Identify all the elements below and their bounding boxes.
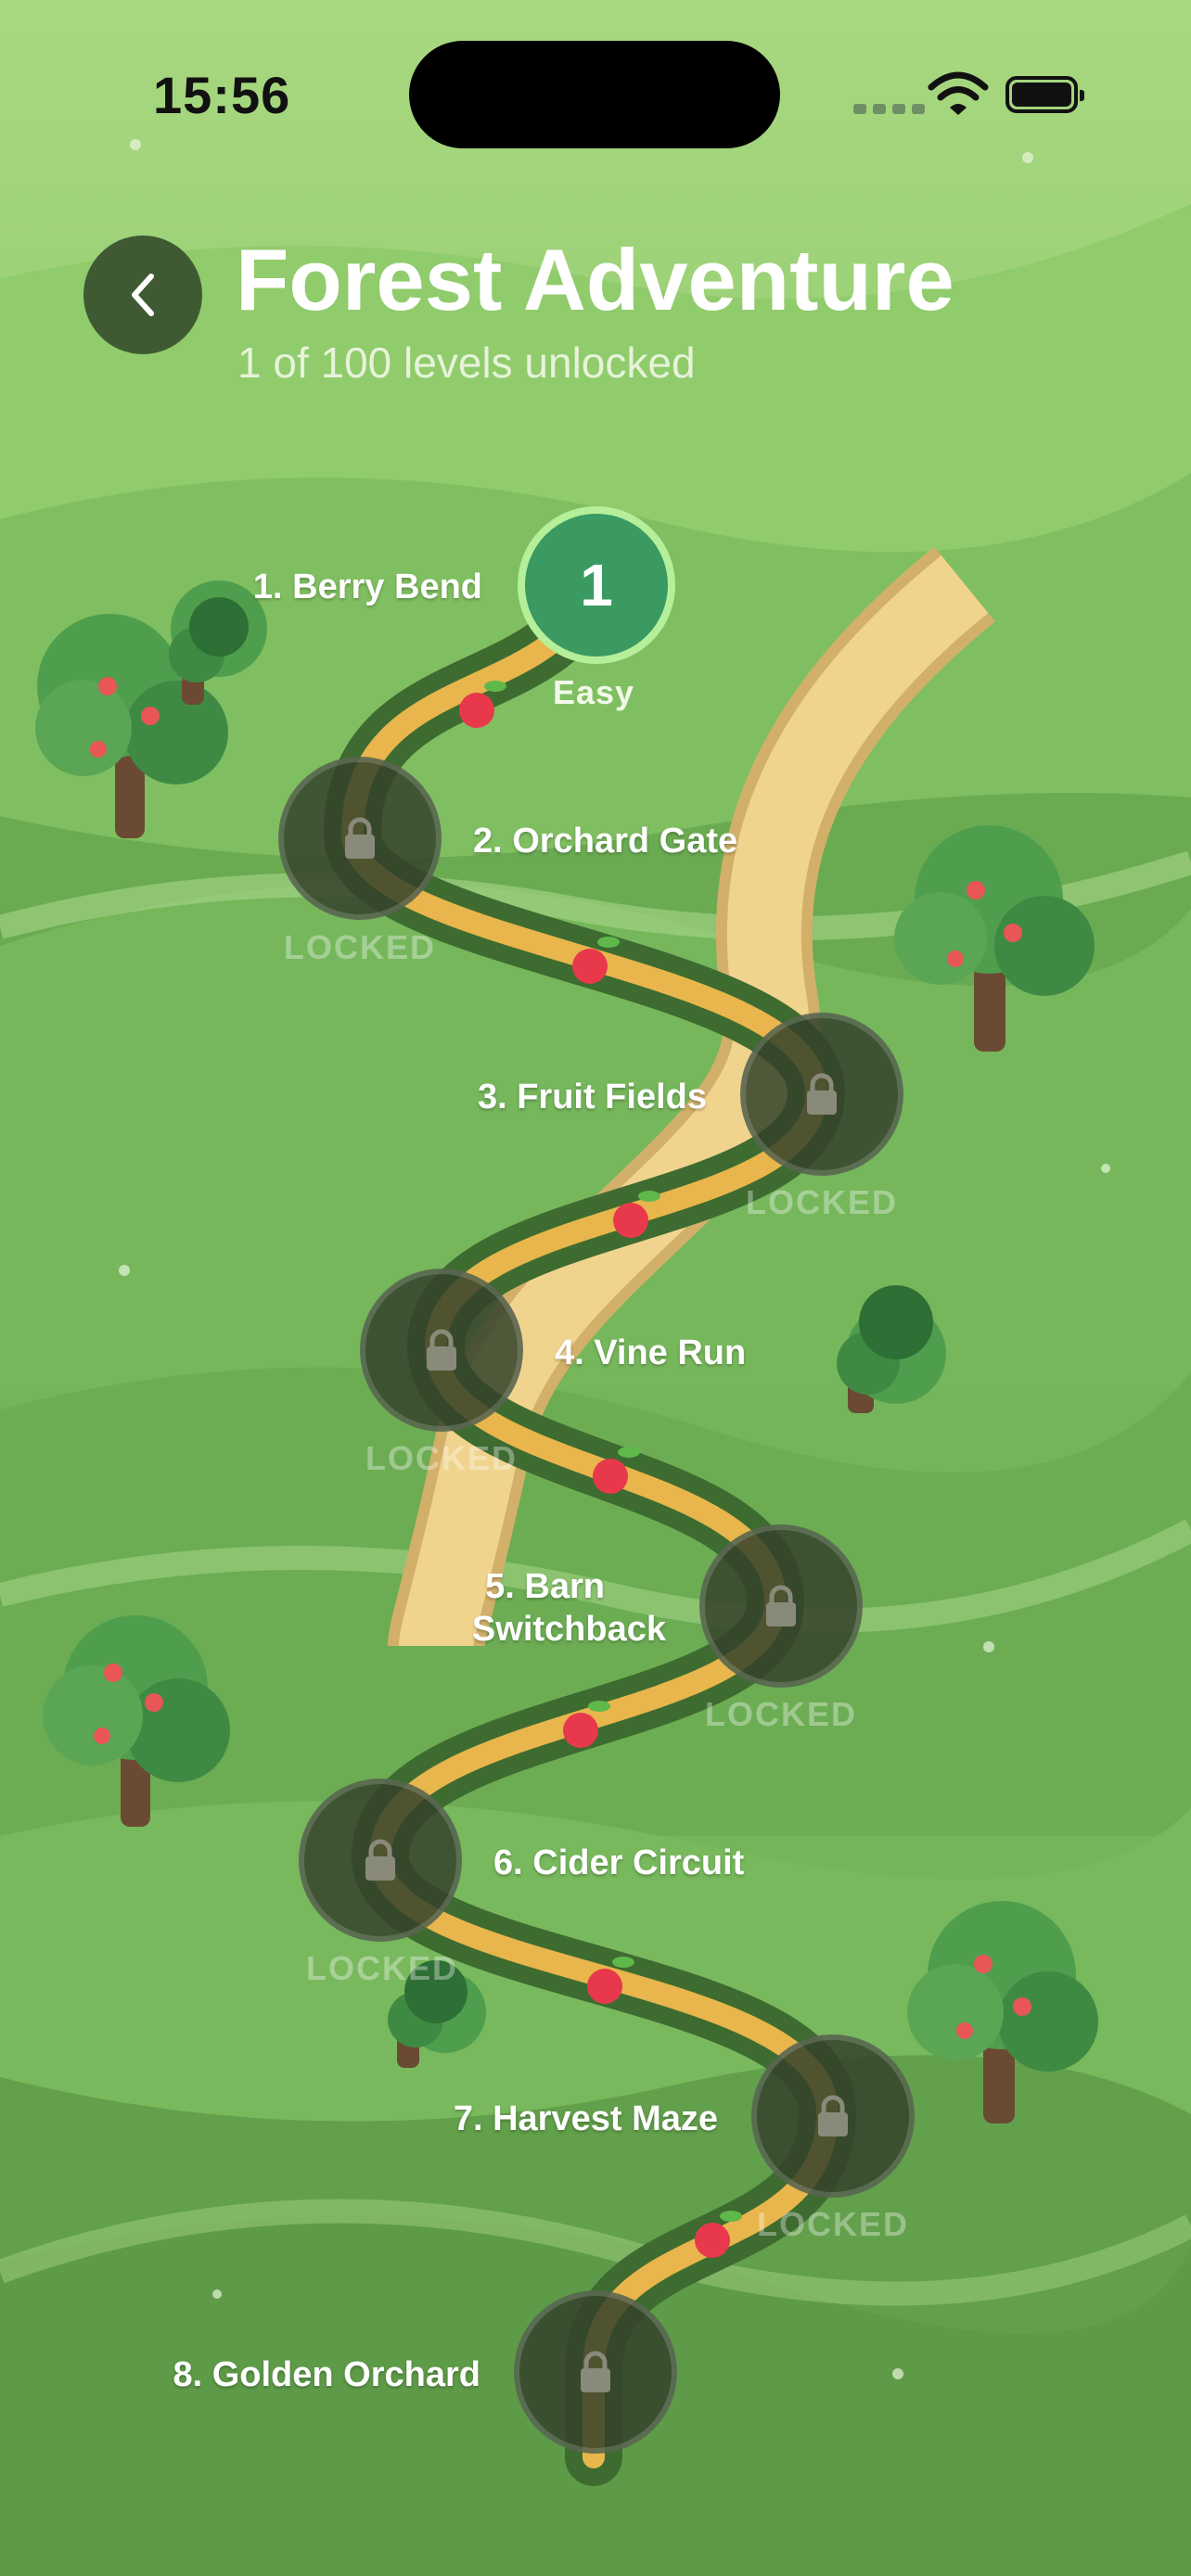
level-node-8[interactable] bbox=[514, 2290, 677, 2454]
wifi-icon bbox=[928, 71, 989, 115]
level-name-4: 4. Vine Run bbox=[555, 1333, 747, 1372]
lock-icon bbox=[807, 1073, 837, 1115]
page-title: Forest Adventure bbox=[236, 231, 954, 328]
apple-tree-icon bbox=[894, 825, 1095, 1052]
apple-icon bbox=[593, 1447, 640, 1494]
cellular-signal-icon bbox=[853, 104, 925, 114]
level-node-7[interactable] bbox=[751, 2034, 915, 2198]
level-node-1[interactable]: 1 bbox=[518, 506, 675, 664]
lock-icon bbox=[345, 817, 375, 859]
level-status-6: LOCKED bbox=[306, 1949, 458, 1987]
level-name-5-line1: 5. Barn bbox=[485, 1567, 605, 1606]
level-node-2[interactable] bbox=[278, 757, 442, 920]
lock-icon bbox=[365, 1839, 395, 1881]
page-subtitle: 1 of 100 levels unlocked bbox=[237, 338, 696, 387]
apple-icon bbox=[587, 1957, 634, 2004]
back-button[interactable] bbox=[83, 236, 202, 354]
apple-icon bbox=[695, 2211, 742, 2258]
apple-tree-icon bbox=[907, 1901, 1098, 2123]
level-name-7: 7. Harvest Maze bbox=[453, 2099, 718, 2138]
level-difficulty-1: Easy bbox=[553, 673, 635, 711]
lock-icon bbox=[818, 2095, 848, 2136]
level-status-3: LOCKED bbox=[746, 1183, 898, 1221]
level-name-2: 2. Orchard Gate bbox=[473, 822, 738, 861]
level-name-5: 5. Barn Switchback bbox=[472, 1565, 666, 1651]
level-node-5[interactable] bbox=[699, 1524, 863, 1688]
apple-tree-icon bbox=[837, 1285, 946, 1413]
level-node-6[interactable] bbox=[299, 1779, 462, 1942]
level-name-5-line2: Switchback bbox=[471, 1610, 666, 1649]
level-node-4[interactable] bbox=[360, 1269, 523, 1432]
level-name-1: 1. Berry Bend bbox=[252, 567, 482, 606]
apple-icon bbox=[563, 1701, 610, 1748]
level-name-3: 3. Fruit Fields bbox=[477, 1078, 707, 1116]
level-name-6: 6. Cider Circuit bbox=[493, 1843, 745, 1882]
level-name-8: 8. Golden Orchard bbox=[173, 2355, 480, 2394]
apple-tree-icon bbox=[43, 1615, 230, 1827]
status-bar: 15:56 bbox=[0, 0, 1191, 185]
apple-tree-icon bbox=[388, 1960, 486, 2068]
lock-icon bbox=[766, 1585, 796, 1626]
level-status-5: LOCKED bbox=[705, 1695, 857, 1733]
level-number: 1 bbox=[580, 552, 613, 618]
apple-tree-icon bbox=[169, 580, 267, 705]
level-status-4: LOCKED bbox=[365, 1439, 518, 1477]
apple-tree-icon bbox=[35, 614, 228, 838]
level-node-3[interactable] bbox=[740, 1013, 903, 1176]
apple-icon bbox=[613, 1191, 660, 1238]
apple-icon bbox=[459, 681, 506, 728]
chevron-left-icon bbox=[132, 274, 154, 316]
lock-icon bbox=[427, 1329, 456, 1371]
level-status-7: LOCKED bbox=[757, 2205, 909, 2243]
level-status-2: LOCKED bbox=[284, 928, 436, 966]
lock-icon bbox=[581, 2351, 610, 2392]
apple-icon bbox=[572, 937, 620, 984]
dynamic-island bbox=[409, 41, 780, 148]
battery-icon bbox=[1005, 76, 1084, 113]
status-time: 15:56 bbox=[153, 66, 291, 124]
